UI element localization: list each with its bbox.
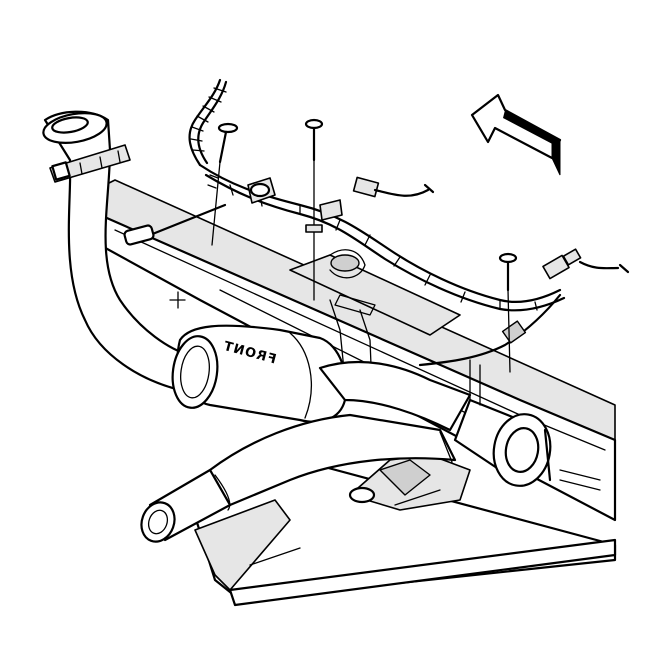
frame-floor-panel	[188, 453, 617, 607]
detail-lines	[169, 249, 601, 491]
fasteners	[207, 118, 630, 373]
screw-2	[304, 118, 324, 301]
screw-1	[207, 122, 239, 246]
exhaust-hanger-bracket	[348, 454, 471, 511]
front-exhaust-pipe	[42, 110, 192, 392]
screw-3	[498, 252, 518, 373]
oxygen-sensor-harness	[123, 78, 620, 367]
front-direction-arrow-icon	[470, 93, 562, 176]
screw-4	[423, 183, 630, 274]
intermediate-pipe	[318, 360, 552, 487]
rear-exhaust-pipe	[140, 413, 457, 543]
catalytic-converter: FRONT	[171, 324, 348, 423]
